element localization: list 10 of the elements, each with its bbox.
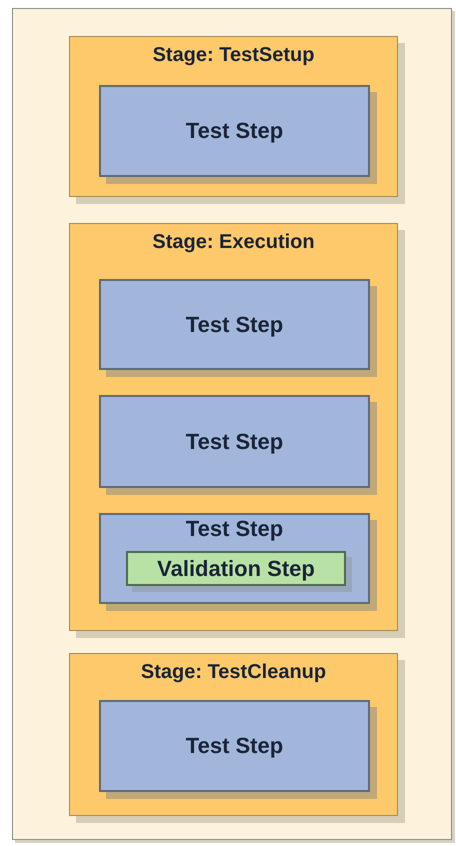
box-label: Validation Step [157, 554, 315, 582]
box-label: Stage: TestCleanup [140, 660, 326, 685]
box-label: Stage: Execution [152, 230, 315, 255]
box-label: Test Step [186, 310, 284, 338]
box-label: Test Step [186, 428, 284, 456]
box-label: Test Step [186, 732, 284, 760]
box-label: Test Step [186, 117, 284, 145]
box-label: Test Step [186, 515, 284, 542]
container-panel [12, 8, 452, 840]
box-label: Stage: TestSetup [152, 43, 314, 68]
